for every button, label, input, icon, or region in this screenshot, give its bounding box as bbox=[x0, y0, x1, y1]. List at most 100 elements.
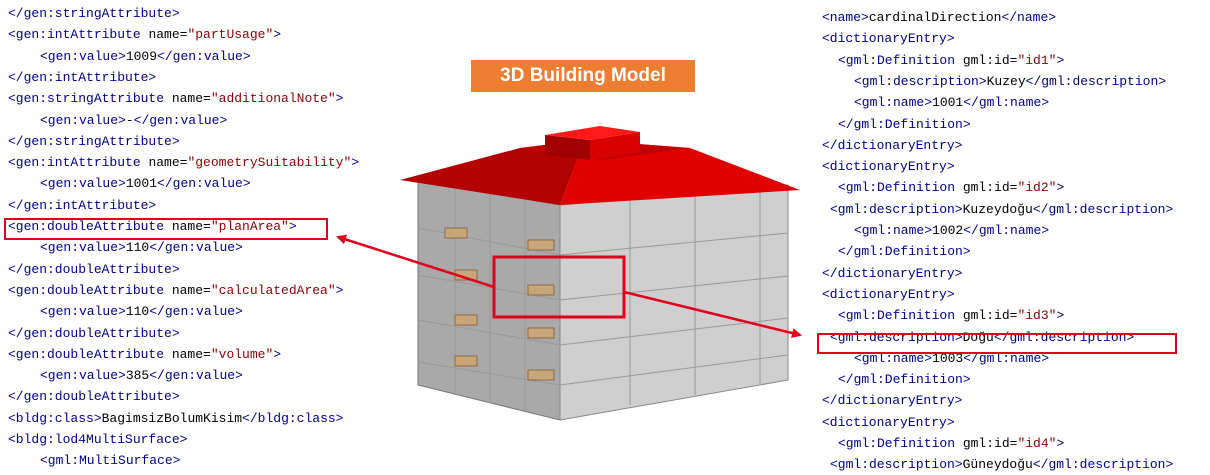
code-token: "id4" bbox=[1017, 436, 1057, 451]
code-line: </dictionaryEntry> bbox=[822, 138, 962, 154]
code-line: </dictionaryEntry> bbox=[822, 393, 962, 409]
code-token: <gen:value> bbox=[40, 240, 126, 256]
code-line: </gen:doubleAttribute> bbox=[8, 389, 180, 405]
code-token: </name> bbox=[1001, 10, 1057, 25]
code-line: </gml:Definition> bbox=[838, 117, 971, 133]
code-token: "planArea" bbox=[210, 219, 289, 234]
code-token: <dictionaryEntry> bbox=[822, 159, 955, 175]
code-token: <gen:doubleAttribute bbox=[8, 219, 172, 234]
code-token: </dictionaryEntry> bbox=[822, 393, 963, 409]
model-title-box: 3D Building Model bbox=[471, 60, 695, 92]
code-token: name= bbox=[171, 219, 211, 234]
code-token: name= bbox=[171, 91, 211, 107]
code-token: "id2" bbox=[1017, 180, 1057, 196]
code-line: <gen:value>-</gen:value> bbox=[40, 113, 227, 129]
code-token: "calculatedArea" bbox=[210, 282, 336, 298]
code-token: </gen:intAttribute> bbox=[8, 197, 157, 213]
code-token: <gml:name> bbox=[854, 223, 933, 238]
code-line: <gen:value>385</gen:value> bbox=[40, 368, 243, 384]
code-token: </gml:Definition> bbox=[838, 372, 971, 388]
code-line: <dictionaryEntry> bbox=[822, 287, 955, 303]
code-token: <gen:value> bbox=[40, 368, 126, 384]
code-token: </gml:Definition> bbox=[838, 116, 971, 132]
code-token: </dictionaryEntry> bbox=[822, 137, 963, 153]
code-line: <gml:name>1003</gml:name> bbox=[854, 351, 1049, 367]
code-line: <gml:description>Kuzeydoğu</gml:descript… bbox=[830, 202, 1173, 218]
code-token: <gml:Definition bbox=[838, 436, 963, 451]
code-token: <bldg:class> bbox=[8, 410, 102, 426]
code-token: <gen:value> bbox=[40, 304, 126, 320]
code-token: <gen:value> bbox=[40, 48, 126, 64]
code-line: <gen:intAttribute name="partUsage"> bbox=[8, 27, 281, 43]
code-token: </dictionaryEntry> bbox=[822, 265, 963, 281]
code-token: cardinalDirection bbox=[868, 10, 1002, 25]
planarea-highlight-box bbox=[4, 218, 328, 240]
code-line: </gen:stringAttribute> bbox=[8, 134, 180, 150]
code-token: "volume" bbox=[210, 346, 274, 362]
roof-chimney-front bbox=[545, 135, 590, 160]
code-token: Güneydoğu bbox=[962, 457, 1033, 473]
code-token: <gen:stringAttribute bbox=[8, 91, 172, 107]
code-token: </gen:value> bbox=[149, 368, 243, 384]
arrow-to-planarea bbox=[336, 234, 495, 289]
code-line: <gml:name>1002</gml:name> bbox=[854, 223, 1049, 239]
code-line: </dictionaryEntry> bbox=[822, 266, 962, 282]
roof-chimney-side bbox=[590, 132, 640, 160]
code-token: <gen:value> bbox=[40, 112, 126, 128]
code-token: 1001 bbox=[125, 176, 158, 192]
code-token: "partUsage" bbox=[187, 27, 274, 43]
code-token: - bbox=[125, 112, 134, 128]
code-token: </gen:stringAttribute> bbox=[8, 6, 180, 21]
code-line: </gen:stringAttribute> bbox=[8, 6, 180, 22]
code-token: name= bbox=[148, 155, 188, 171]
code-token: <dictionaryEntry> bbox=[822, 414, 955, 430]
code-line: </gml:Definition> bbox=[838, 372, 971, 388]
code-token: <gml:description> bbox=[830, 201, 963, 217]
code-line: <gml:description>Güneydoğu</gml:descript… bbox=[830, 457, 1173, 473]
code-line: <dictionaryEntry> bbox=[822, 159, 955, 175]
code-token: 110 bbox=[125, 240, 150, 256]
code-token: <gen:doubleAttribute bbox=[8, 282, 172, 298]
code-token: </gen:value> bbox=[149, 304, 243, 320]
code-token: <gml:name> bbox=[854, 95, 933, 111]
code-token: gml:id= bbox=[962, 52, 1018, 68]
code-line: <gml:name>1001</gml:name> bbox=[854, 95, 1049, 111]
code-token: > bbox=[351, 155, 360, 171]
code-token: <gml:description> bbox=[854, 73, 987, 89]
code-token: </bldg:class> bbox=[242, 410, 344, 426]
code-line: <gml:Definition gml:id="id3"> bbox=[838, 308, 1064, 324]
code-token: </gen:value> bbox=[149, 240, 243, 256]
code-token: > bbox=[1056, 52, 1065, 68]
code-token: <gen:doubleAttribute bbox=[8, 346, 172, 362]
code-token: </gml:description> bbox=[1025, 73, 1167, 89]
code-line: </gen:intAttribute> bbox=[8, 198, 156, 214]
code-line: </gen:doubleAttribute> bbox=[8, 262, 180, 278]
code-token: <gml:Definition bbox=[838, 180, 963, 196]
code-token: > bbox=[273, 27, 282, 43]
code-line: <gen:stringAttribute name="additionalNot… bbox=[8, 91, 343, 107]
code-token: name= bbox=[171, 346, 211, 362]
code-token: gml:id= bbox=[962, 180, 1018, 196]
code-line: <gen:value>1009</gen:value> bbox=[40, 49, 251, 65]
code-token: </gml:name> bbox=[963, 95, 1050, 111]
code-token: <name> bbox=[822, 10, 869, 25]
code-token: </gml:name> bbox=[963, 350, 1050, 366]
code-line: <gen:doubleAttribute name="calculatedAre… bbox=[8, 283, 343, 299]
code-line: <dictionaryEntry> bbox=[822, 31, 955, 47]
code-line: <gen:value>110</gen:value> bbox=[40, 240, 243, 256]
code-token: Kuzey bbox=[986, 73, 1026, 89]
code-token: BagimsizBolumKisim bbox=[101, 410, 243, 426]
code-line: <gen:value>1001</gen:value> bbox=[40, 176, 251, 192]
code-token: <gml:MultiSurface> bbox=[40, 453, 181, 469]
code-token: 385 bbox=[125, 368, 150, 384]
code-token: 1002 bbox=[932, 223, 964, 238]
code-line: <gml:description>Kuzey</gml:description> bbox=[854, 74, 1166, 90]
code-token: <dictionaryEntry> bbox=[822, 31, 955, 47]
code-token: 1003 bbox=[932, 350, 964, 366]
code-token: > bbox=[273, 346, 282, 362]
code-token: <gen:intAttribute bbox=[8, 155, 149, 171]
code-token: > bbox=[335, 282, 344, 298]
code-token: </gen:doubleAttribute> bbox=[8, 261, 180, 277]
code-token: > bbox=[1056, 436, 1065, 451]
building-right-wall bbox=[559, 184, 789, 421]
